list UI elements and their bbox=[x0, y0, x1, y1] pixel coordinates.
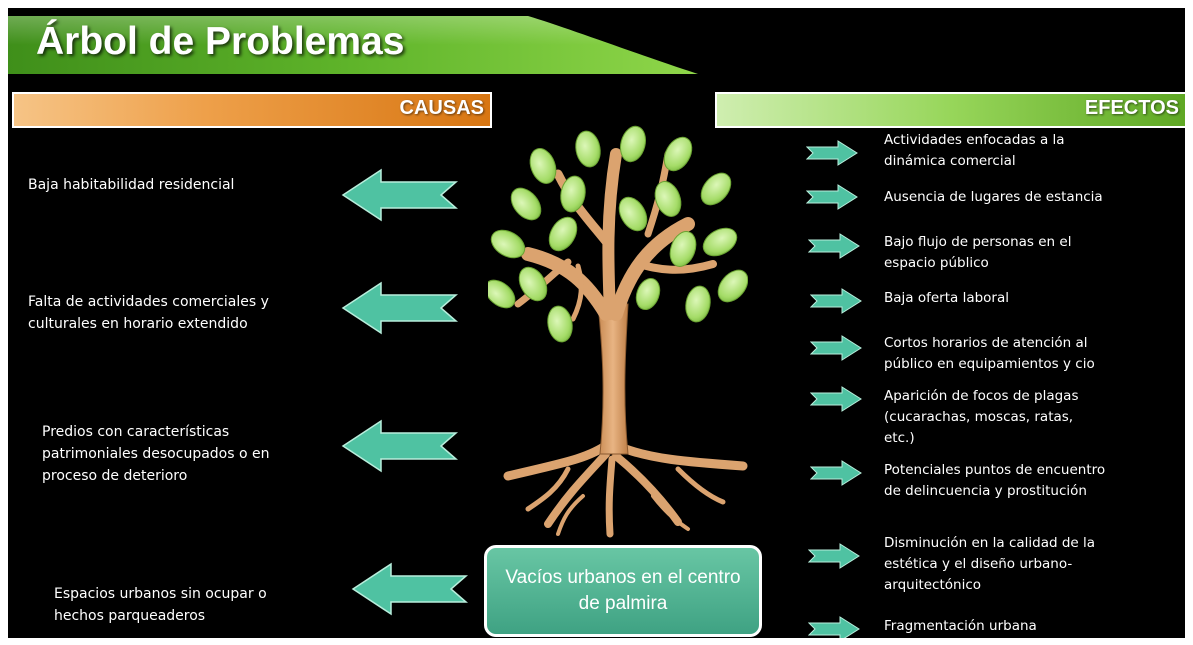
effect-text-line: espacio público bbox=[884, 255, 989, 271]
effect-item: Cortos horarios de atención al público e… bbox=[884, 333, 1095, 375]
left-arrow-icon bbox=[341, 168, 459, 222]
effect-text-line: arquitectónico bbox=[884, 577, 982, 593]
effect-text-line: Potenciales puntos de encuentro bbox=[884, 462, 1106, 478]
effect-text-line: Actividades enfocadas a la bbox=[884, 132, 1065, 148]
cause-item: Baja habitabilidad residencial bbox=[28, 174, 234, 196]
effect-text-line: Cortos horarios de atención al bbox=[884, 335, 1088, 351]
effect-text-line: Aparición de focos de plagas bbox=[884, 388, 1079, 404]
effect-item: Ausencia de lugares de estancia bbox=[884, 187, 1103, 208]
effect-item: Bajo flujo de personas en el espacio púb… bbox=[884, 232, 1071, 274]
title-band bbox=[8, 16, 698, 74]
effect-text-line: Ausencia de lugares de estancia bbox=[884, 189, 1103, 205]
right-arrow-icon bbox=[806, 140, 858, 166]
causes-header: CAUSAS bbox=[399, 97, 484, 119]
effect-text-line: Disminución en la calidad de la bbox=[884, 535, 1096, 551]
right-arrow-icon bbox=[806, 184, 858, 210]
effect-text-line: etc.) bbox=[884, 430, 915, 446]
effect-text-line: de delincuencia y prostitución bbox=[884, 483, 1087, 499]
cause-text-line: culturales en horario extendido bbox=[28, 316, 248, 332]
left-arrow-icon bbox=[351, 562, 469, 616]
core-problem-text: Vacíos urbanos en el centro de palmira bbox=[505, 565, 740, 617]
cause-text-line: Predios con características bbox=[42, 424, 230, 440]
effect-item: Disminución en la calidad de la estética… bbox=[884, 533, 1095, 596]
effect-text-line: Bajo flujo de personas en el bbox=[884, 234, 1072, 250]
cause-item: Espacios urbanos sin ocupar o hechos par… bbox=[54, 583, 267, 627]
effect-item: Actividades enfocadas a la dinámica come… bbox=[884, 130, 1065, 172]
left-arrow-icon bbox=[341, 419, 459, 473]
right-arrow-icon bbox=[810, 288, 862, 314]
problem-tree-slide: Árbol de Problemas CAUSAS EFECTOS Baja h… bbox=[8, 8, 1185, 638]
effect-text-line: (cucarachas, moscas, ratas, bbox=[884, 409, 1074, 425]
cause-text-line: hechos parqueaderos bbox=[54, 608, 206, 624]
effects-header: EFECTOS bbox=[1084, 97, 1179, 119]
cause-text-line: patrimoniales desocupados o en bbox=[42, 446, 270, 462]
cause-item: Falta de actividades comerciales y cultu… bbox=[28, 291, 269, 335]
cause-text-line: proceso de deterioro bbox=[42, 468, 188, 484]
cause-item: Predios con características patrimoniale… bbox=[42, 421, 270, 487]
cause-text-line: Espacios urbanos sin ocupar o bbox=[54, 586, 267, 602]
right-arrow-icon bbox=[810, 460, 862, 486]
cause-text-line: Baja habitabilidad residencial bbox=[28, 177, 235, 193]
effect-item: Fragmentación urbana bbox=[884, 616, 1037, 637]
effect-text-line: Baja oferta laboral bbox=[884, 290, 1010, 306]
cause-text-line: Falta de actividades comerciales y bbox=[28, 294, 269, 310]
right-arrow-icon bbox=[808, 543, 860, 569]
effect-text-line: dinámica comercial bbox=[884, 153, 1016, 169]
right-arrow-icon bbox=[810, 386, 862, 412]
effect-text-line: estética y el diseño urbano- bbox=[884, 556, 1073, 572]
effect-item: Baja oferta laboral bbox=[884, 288, 1009, 309]
right-arrow-icon bbox=[808, 616, 860, 638]
effect-text-line: público en equipamientos y cio bbox=[884, 356, 1095, 372]
effects-header-bar: EFECTOS bbox=[715, 92, 1185, 128]
effect-item: Potenciales puntos de encuentro de delin… bbox=[884, 460, 1105, 502]
right-arrow-icon bbox=[808, 233, 860, 259]
page-title: Árbol de Problemas bbox=[36, 20, 405, 63]
effect-item: Aparición de focos de plagas (cucarachas… bbox=[884, 386, 1078, 449]
core-problem-line: Vacíos urbanos en el centro bbox=[505, 567, 741, 588]
right-arrow-icon bbox=[810, 335, 862, 361]
left-arrow-icon bbox=[341, 281, 459, 335]
tree-icon bbox=[488, 125, 748, 538]
causes-header-bar: CAUSAS bbox=[12, 92, 492, 128]
core-problem-box: Vacíos urbanos en el centro de palmira bbox=[484, 545, 762, 637]
effect-text-line: Fragmentación urbana bbox=[884, 618, 1037, 634]
core-problem-line: de palmira bbox=[578, 593, 668, 614]
